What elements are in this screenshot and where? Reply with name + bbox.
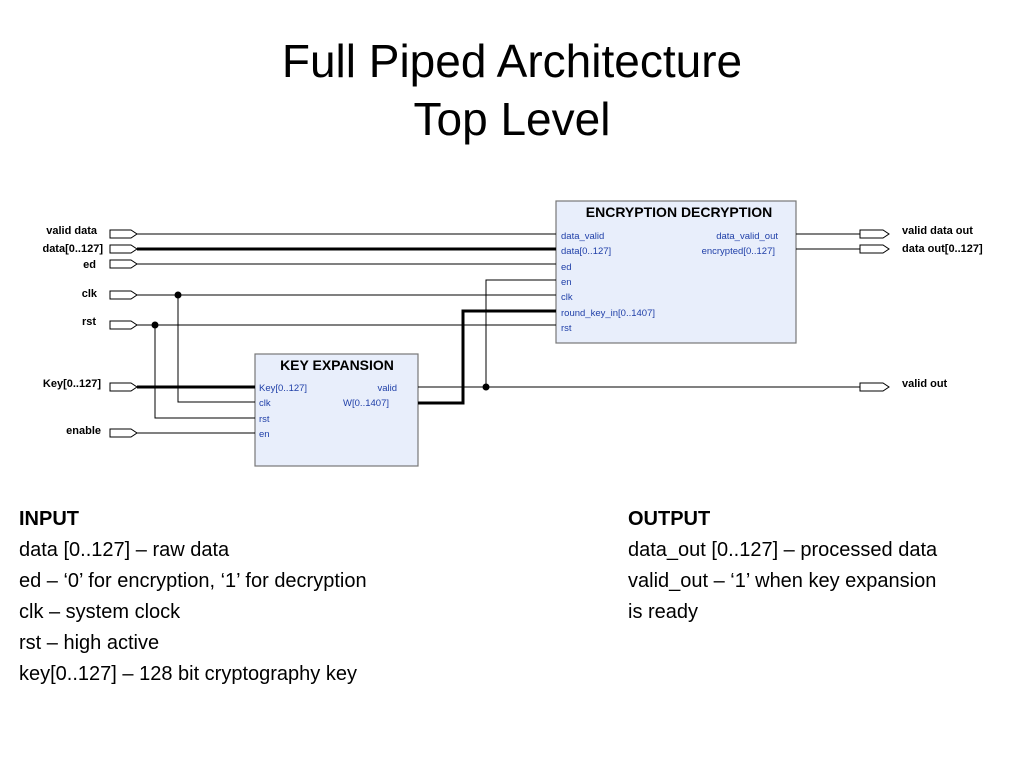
label-data: data[0..127] [42,243,103,255]
label-valid-data-out: valid data out [902,225,973,237]
pin-rst [109,320,138,330]
bus-round-key [418,309,556,405]
label-enable: enable [66,425,101,437]
enc-block-title: ENCRYPTION DECRYPTION [586,204,772,220]
key-port-rst: rst [259,414,270,425]
input-note-line: data [0..127] – raw data [19,539,230,561]
input-notes: INPUT data [0..127] – raw data ed – ‘0’ … [19,504,367,690]
output-notes-heading: OUTPUT [628,508,711,530]
enc-port-data: data[0..127] [561,246,611,257]
pin-ed [109,259,138,269]
enc-port-en: en [561,277,572,288]
pin-clk [109,290,138,300]
enc-port-clk: clk [561,292,573,303]
enc-port-rst: rst [561,323,572,334]
label-valid-out: valid out [902,378,948,390]
label-rst: rst [82,316,96,328]
junction-rst [151,321,159,329]
output-notes: OUTPUT data_out [0..127] – processed dat… [628,504,937,628]
junction-clk [174,291,182,299]
wire-valid-to-en [485,279,556,387]
key-port-clk: clk [259,398,271,409]
label-ed: ed [83,259,96,271]
enc-port-round-key-in: round_key_in[0..1407] [561,308,655,319]
key-port-key: Key[0..127] [259,383,307,394]
bus-wires [137,247,556,405]
input-note-line: key[0..127] – 128 bit cryptography key [19,663,357,685]
pin-data-out [859,244,890,254]
output-pins [859,229,890,392]
enc-port-ed: ed [561,262,572,273]
key-port-valid: valid [377,383,397,394]
input-note-line: rst – high active [19,632,160,654]
slide-title: Full Piped Architecture Top Level [0,32,1024,148]
wire-clk-to-key [177,295,255,403]
label-valid-data: valid data [46,225,98,237]
title-line-2: Top Level [413,93,611,145]
input-pins [109,229,138,438]
key-port-w: W[0..1407] [343,398,389,409]
key-port-en: en [259,429,270,440]
input-notes-heading: INPUT [19,508,79,530]
wire-rst-to-key [154,325,255,419]
label-data-out: data out[0..127] [902,243,983,255]
pin-valid-data [109,229,138,239]
label-clk: clk [82,288,98,300]
encryption-decryption-block [555,200,797,344]
wires [137,233,860,434]
output-note-line: data_out [0..127] – processed data [628,539,938,561]
key-block-title: KEY EXPANSION [280,357,394,373]
enc-port-data-valid-out: data_valid_out [716,231,778,242]
pin-valid-data-out [859,229,890,239]
junction-valid [482,383,490,391]
pin-enable [109,428,138,438]
pin-data [109,244,138,254]
output-note-line: valid_out – ‘1’ when key expansion [628,570,937,592]
pin-valid-out [859,382,890,392]
pin-key [109,382,138,392]
input-note-line: clk – system clock [19,601,181,623]
title-line-1: Full Piped Architecture [281,35,743,87]
enc-port-encrypted: encrypted[0..127] [702,246,775,257]
input-note-line: ed – ‘0’ for encryption, ‘1’ for decrypt… [19,570,367,592]
enc-port-data-valid: data_valid [561,231,604,242]
label-key: Key[0..127] [43,378,101,390]
output-note-line: is ready [628,601,699,623]
key-expansion-block [254,353,419,467]
